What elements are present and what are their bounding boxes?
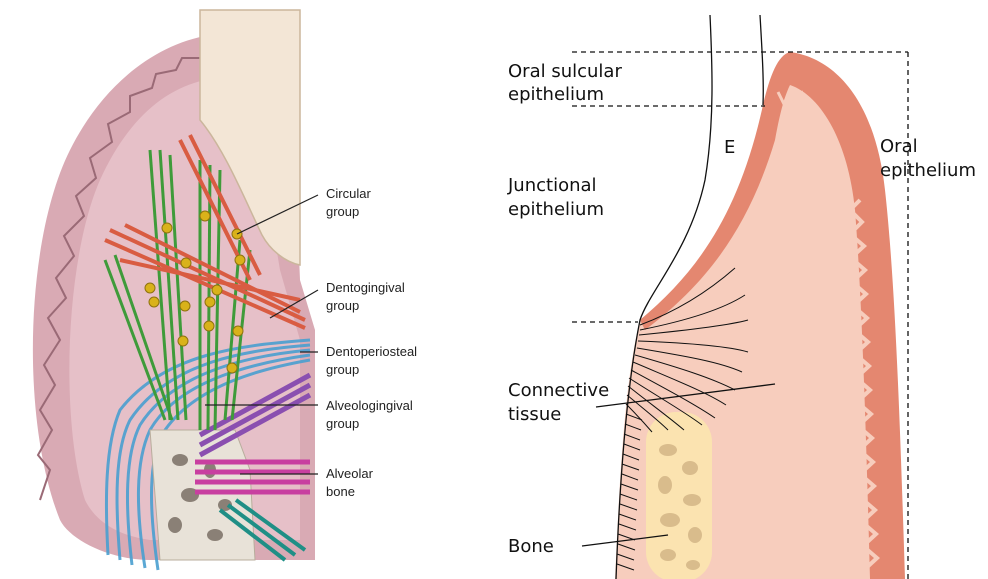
junctional-label-line1: Junctional [507,175,597,196]
circular-group-label-line1: Circular [326,186,371,201]
right-panel-schematic: Oral sulcular epithelium Junctional epit… [507,15,976,579]
bone-block [646,412,712,579]
oral-epithelium-label-line2: epithelium [880,160,976,181]
dentoperiosteal-group-label-line2: group [326,362,359,377]
enamel-marker-label: E [724,137,735,158]
alveologingival-group-label-line2: group [326,416,359,431]
junctional-label-line2: epithelium [508,199,604,220]
alveologingival-group-label-line1: Alveologingival [326,398,413,413]
dentoperiosteal-group-label-line1: Dentoperiosteal [326,344,417,359]
alveolar-bone-label-line2: bone [326,484,355,499]
bone-label: Bone [508,536,554,557]
dentogingival-group-label-line2: group [326,298,359,313]
dentogingival-group-label-line1: Dentogingival [326,280,405,295]
alveolar-bone [150,430,255,560]
alveolar-bone-label-line1: Alveolar [326,466,374,481]
oral-epithelium-label-line1: Oral [880,136,918,157]
left-panel-illustration: Circular group Dentogingival group Dento… [33,10,417,570]
oral-sulcular-label-line1: Oral sulcular [508,61,622,82]
circular-group-label-line2: group [326,204,359,219]
oral-sulcular-label-line2: epithelium [508,84,604,105]
connective-tissue-label-line2: tissue [508,404,561,425]
connective-tissue-label-line1: Connective [508,380,609,401]
